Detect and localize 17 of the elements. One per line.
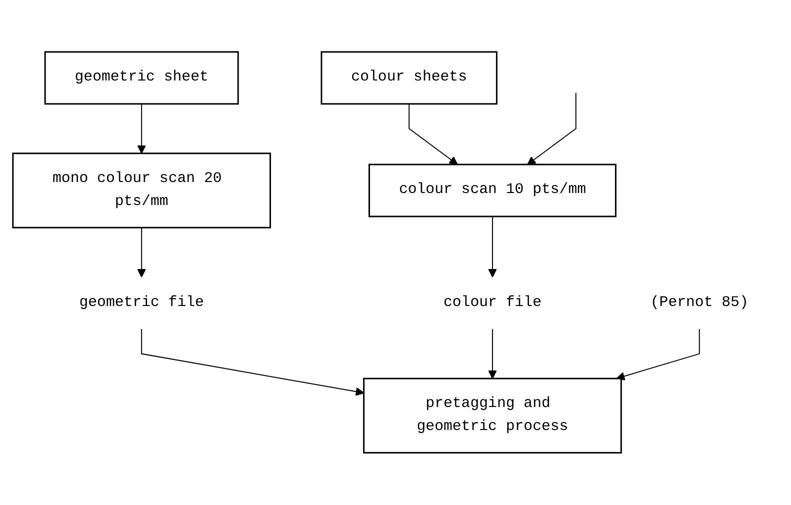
arrow [488,216,497,278]
arrow [137,104,146,154]
arrow [141,328,364,396]
node-box [368,164,616,218]
arrow [527,92,576,166]
arrow [408,104,458,166]
node-box [363,378,622,454]
arrow [488,328,497,380]
flowchart-diagram: geometric sheet colour sheets mono colour scan 20 pts/mm colour scan 10 pts/mm geometric file colour file pretagging and geometric process (Pernot 85) [5,44,786,461]
node-text: colour file [443,294,542,311]
node-box [12,152,271,228]
node-box [44,51,239,105]
arrow [137,227,146,278]
arrow [616,328,700,381]
node-box [320,51,498,105]
node-text: geometric file [79,294,204,311]
node-text: (Pernot 85) [650,294,748,311]
